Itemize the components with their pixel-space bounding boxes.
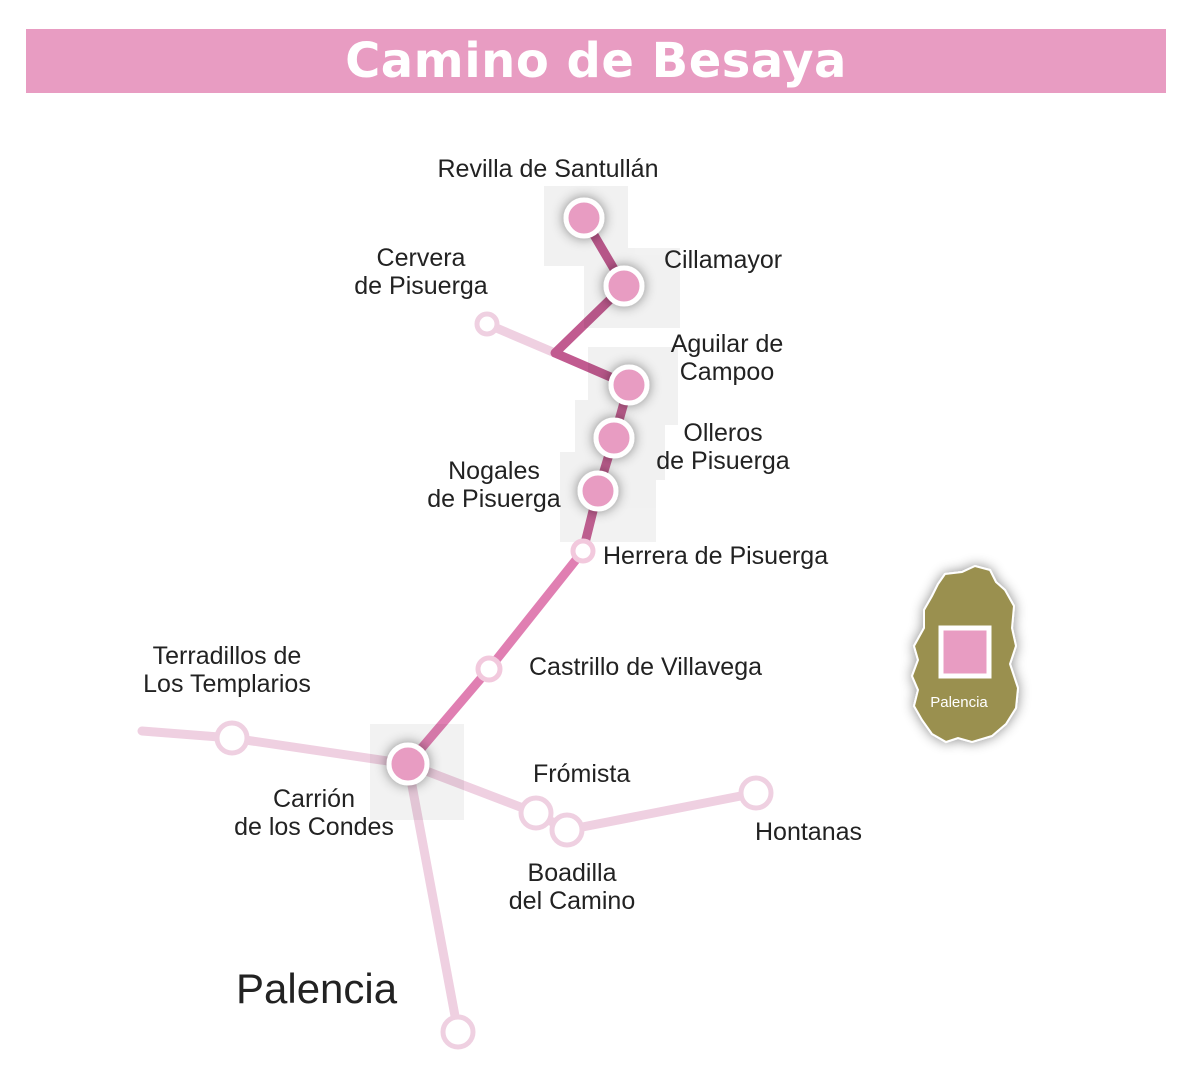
route-revilla-aguilar: [550, 213, 634, 390]
label-castrillo: Castrillo de Villavega: [529, 653, 762, 681]
label-carrion: Carrión de los Condes: [234, 785, 394, 841]
label-palencia: Palencia: [236, 965, 398, 1012]
label-revilla: Revilla de Santullán: [437, 155, 659, 183]
stop-castrillo: [475, 655, 503, 683]
title-banner: Camino de Besaya: [26, 29, 1166, 93]
label-herrera: Herrera de Pisuerga: [603, 542, 829, 570]
label-boadilla: Boadilla del Camino: [508, 859, 636, 915]
stop-terradillos: [214, 720, 250, 756]
province-highlight: [938, 625, 992, 679]
stop-hontanas: [738, 775, 774, 811]
label-fromista: Frómista: [533, 760, 631, 788]
map-title: Camino de Besaya: [345, 33, 847, 89]
route-carrion-palencia: [403, 759, 463, 1037]
stop-revilla: [563, 197, 605, 239]
label-cillamayor: Cillamayor: [664, 246, 783, 274]
stop-cervera: [474, 311, 500, 337]
inset-province-label: Palencia: [930, 694, 988, 711]
stop-palencia: [440, 1014, 476, 1050]
label-terradillos: Terradillos de Los Templarios: [143, 642, 311, 698]
stop-olleros: [593, 417, 635, 459]
route-terradillos-carrion: [137, 726, 413, 769]
major-stops: [386, 197, 650, 786]
stop-cillamayor: [603, 265, 645, 307]
label-hontanas: Hontanas: [755, 818, 863, 846]
label-nogales: Nogales de Pisuerga: [427, 457, 561, 513]
minor-stops: [214, 311, 774, 1050]
province-map-icon: [910, 564, 1020, 744]
stop-herrera: [570, 538, 596, 564]
stop-carrion: [386, 742, 430, 786]
label-aguilar: Aguilar de Campoo: [670, 330, 784, 386]
stop-fromista: [518, 795, 554, 831]
stop-aguilar: [608, 364, 650, 406]
label-olleros: Olleros de Pisuerga: [656, 419, 790, 475]
stop-nogales: [577, 470, 619, 512]
stop-boadilla: [549, 812, 585, 848]
route-aguilar-herrera: [578, 380, 634, 556]
route-boadilla-hontanas: [562, 788, 761, 835]
label-cervera: Cervera de Pisuerga: [354, 244, 488, 300]
